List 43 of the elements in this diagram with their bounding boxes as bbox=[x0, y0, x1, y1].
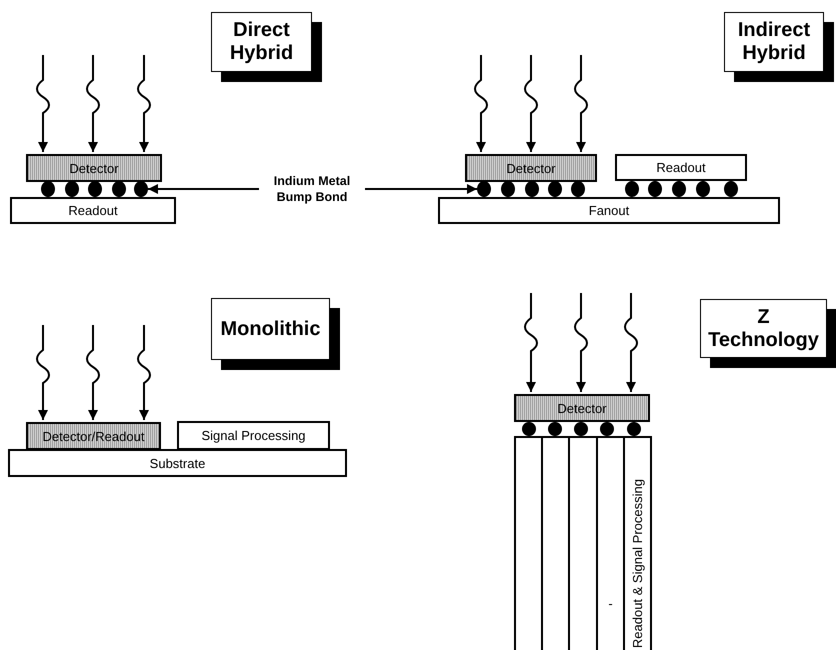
leader-line bbox=[365, 184, 477, 194]
panel-title: Z Technology bbox=[707, 306, 820, 352]
radiation-arrow bbox=[574, 293, 588, 392]
layer-label: Readout & Signal Processing bbox=[630, 478, 645, 648]
radiation-arrow bbox=[137, 55, 151, 152]
radiation-arrow bbox=[86, 55, 100, 152]
radiation-arrow bbox=[36, 55, 50, 152]
radiation-arrow bbox=[474, 55, 488, 152]
layer-label: - bbox=[608, 596, 613, 611]
radiation-arrow bbox=[137, 325, 151, 420]
radiation-arrow bbox=[574, 55, 588, 152]
radiation-arrow bbox=[86, 325, 100, 420]
layer-label: Detector bbox=[557, 400, 607, 416]
layer-label: Signal Processing bbox=[201, 428, 306, 443]
stacked-chip-column bbox=[514, 436, 543, 650]
radiation-arrow bbox=[524, 55, 538, 152]
readout-layer bbox=[10, 197, 176, 224]
detector-layer bbox=[26, 154, 162, 182]
stacked-chip-column bbox=[623, 436, 652, 650]
radiation-arrow bbox=[524, 293, 538, 392]
layer-label: Substrate bbox=[150, 456, 206, 470]
layer-label: Readout bbox=[656, 160, 706, 175]
readout-layer bbox=[615, 154, 747, 181]
fanout-layer bbox=[438, 197, 780, 224]
solder-bump bbox=[477, 181, 491, 197]
signal-processing-layer bbox=[177, 421, 330, 450]
layer-label: Fanout bbox=[588, 203, 630, 218]
panel-title: Indirect Hybrid bbox=[736, 19, 812, 65]
detector-layer bbox=[465, 154, 597, 182]
panel-title: Monolithic bbox=[220, 318, 320, 340]
detector-layer bbox=[514, 394, 650, 422]
layer-label: Readout bbox=[68, 203, 118, 218]
layer-label: Detector bbox=[69, 160, 119, 176]
leader-line bbox=[148, 184, 259, 194]
radiation-arrow bbox=[36, 325, 50, 420]
callout-label: Indium Metal Bump Bond bbox=[272, 174, 352, 206]
detector-layer bbox=[26, 422, 161, 450]
layer-label: Detector bbox=[506, 160, 556, 176]
solder-bump bbox=[134, 181, 148, 197]
radiation-arrow bbox=[624, 293, 638, 392]
layer-label: Detector/Readout bbox=[42, 428, 144, 444]
substrate-layer bbox=[8, 449, 347, 477]
panel-title: Direct Hybrid bbox=[228, 19, 294, 65]
